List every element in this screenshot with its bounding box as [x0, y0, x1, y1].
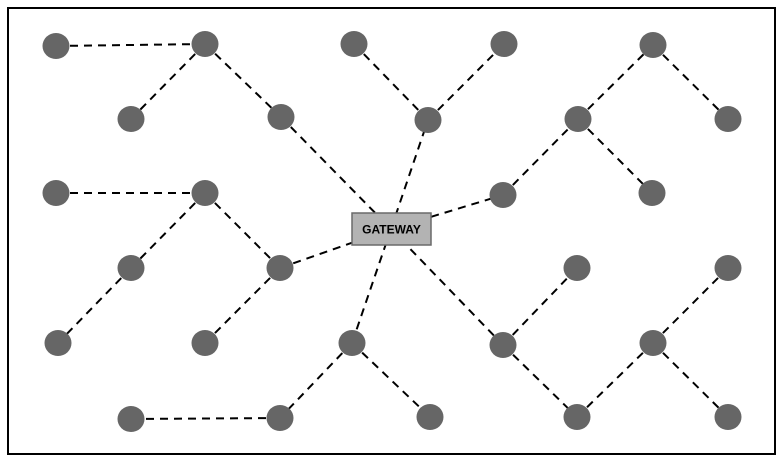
link-e1-e2: [652, 267, 729, 344]
sensor-node: [42, 180, 70, 206]
link-n26-n27: [502, 267, 578, 346]
sensor-node: [416, 404, 444, 430]
link-n15-n17: [427, 43, 505, 121]
link-n21-n24: [577, 118, 653, 194]
sensor-node: [266, 255, 294, 281]
sensor-node: [490, 31, 518, 57]
sensor-node: [639, 32, 667, 58]
link-n12-n14: [351, 342, 431, 418]
gateway-label: GATEWAY: [362, 223, 421, 237]
sensor-node: [714, 255, 742, 281]
sensor-node: [639, 330, 667, 356]
sensor-node: [414, 107, 442, 133]
link-n21-n22: [577, 44, 654, 120]
gateway-node: GATEWAY: [351, 212, 432, 246]
link-n4-gateway: [280, 116, 392, 230]
link-n8-e4: [204, 267, 281, 344]
link-n7-n9: [57, 267, 132, 344]
link-gateway-n12: [351, 228, 392, 344]
link-n1-n2: [55, 43, 206, 47]
sensor-node: [44, 330, 72, 356]
sensor-node: [714, 106, 742, 132]
link-n28-e1: [576, 342, 654, 418]
sensor-node: [191, 180, 219, 206]
link-n11-n10: [130, 417, 281, 420]
link-n22-n23: [652, 44, 729, 120]
link-n2-n4: [204, 43, 282, 118]
sensor-node: [638, 180, 666, 206]
link-e1-e3: [652, 342, 729, 418]
sensor-node: [563, 255, 591, 281]
sensor-node: [191, 31, 219, 57]
sensor-node: [489, 332, 517, 358]
gateway-box: [351, 212, 432, 246]
node-layer: [42, 31, 742, 432]
sensor-node: [563, 404, 591, 430]
sensor-node: [340, 31, 368, 57]
sensor-node: [489, 182, 517, 208]
link-n2-n3: [130, 43, 206, 120]
sensor-node: [267, 104, 295, 130]
link-gateway-n15: [390, 119, 429, 230]
link-n26-n28: [502, 344, 578, 418]
sensor-node: [117, 255, 145, 281]
sensor-node: [564, 106, 592, 132]
link-n15-n16: [353, 43, 429, 121]
link-n6-n7: [130, 192, 206, 269]
sensor-node: [191, 330, 219, 356]
sensor-node: [117, 106, 145, 132]
link-n6-n8: [204, 192, 281, 269]
sensor-node: [42, 33, 70, 59]
link-n20-n21: [502, 118, 579, 196]
sensor-node: [338, 330, 366, 356]
sensor-node: [117, 406, 145, 432]
link-n12-n11: [279, 342, 353, 419]
sensor-node: [266, 405, 294, 431]
sensor-node: [714, 404, 742, 430]
